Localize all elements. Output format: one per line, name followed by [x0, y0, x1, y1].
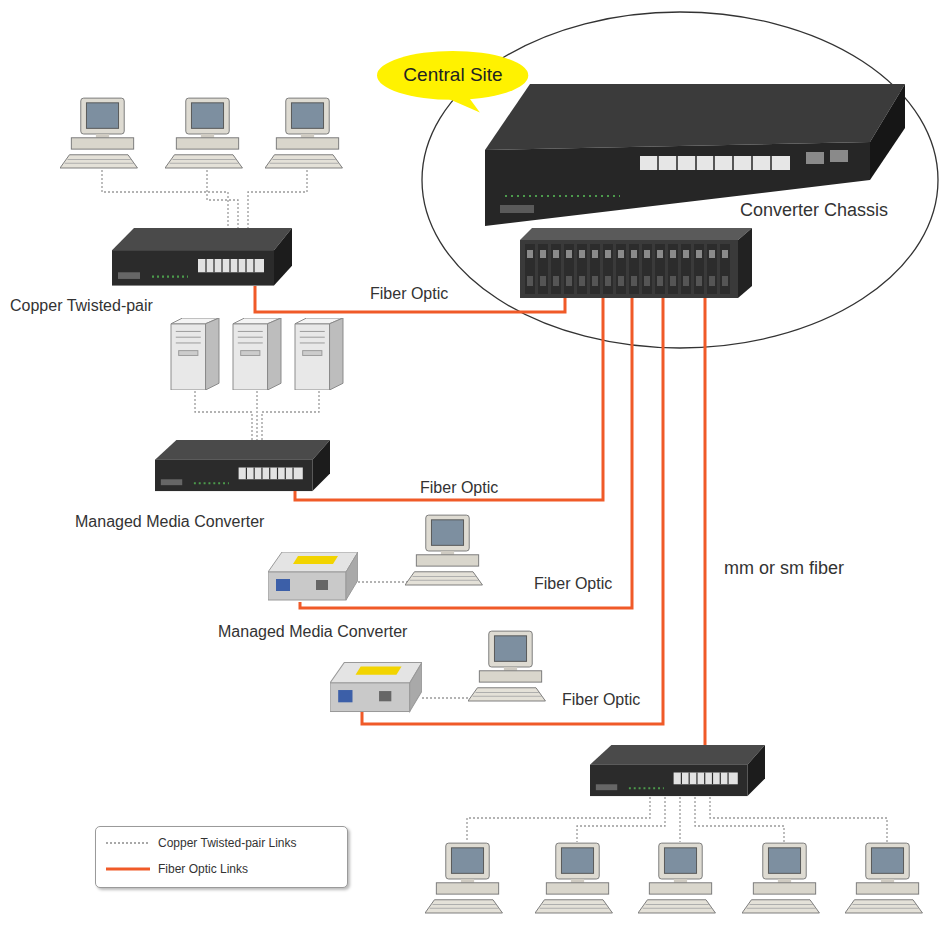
link-label: Fiber Optic: [368, 284, 450, 303]
link-label: Fiber Optic: [560, 690, 642, 709]
switch-icon: [112, 228, 292, 286]
link-label: Fiber Optic: [532, 574, 614, 593]
device-node: Managed Media Converter: [330, 662, 422, 712]
pc-icon: [638, 843, 715, 913]
converter-chassis: [520, 228, 752, 298]
pc-icon: [845, 843, 922, 913]
device-label: Managed Media Converter: [218, 622, 407, 641]
server-icon: [295, 318, 343, 390]
fiber-connector: [362, 298, 663, 724]
pc-icon: [425, 843, 502, 913]
callout-text: Central Site: [403, 64, 502, 87]
device-node: Copper Twisted-pair: [112, 228, 292, 286]
legend-row: Fiber Optic Links: [96, 859, 335, 879]
media-converter-icon: [330, 662, 422, 711]
pc-icon: [405, 515, 482, 585]
legend-line-sample: [106, 838, 150, 848]
device-node: Converter Chassis: [520, 228, 750, 298]
pc-icon: [742, 843, 819, 913]
pc-icon: [468, 631, 545, 701]
core-switch: [485, 84, 905, 226]
link-label: Fiber Optic: [418, 478, 500, 497]
device-label: Managed Media Converter: [75, 512, 264, 531]
pc-icon: [265, 98, 342, 168]
legend-line: [106, 842, 150, 844]
switch-icon: [590, 745, 765, 796]
legend-text: Copper Twisted-pair Links: [158, 836, 297, 850]
legend-text: Fiber Optic Links: [158, 862, 248, 876]
fiber-links: [300, 298, 705, 748]
pc-icon: [60, 98, 137, 168]
link-label: mm or sm fiber: [722, 558, 846, 580]
pc-icon: [165, 98, 242, 168]
device-node: Managed Media Converter: [155, 440, 330, 491]
server-icon: [233, 318, 281, 390]
server-icon: [171, 318, 219, 390]
callout-ellipse: [377, 51, 528, 100]
device-label: Copper Twisted-pair: [10, 296, 153, 315]
fiber-connector: [295, 298, 603, 500]
legend-row: Copper Twisted-pair Links: [96, 833, 335, 853]
pc-icon: [535, 843, 612, 913]
device-label: Converter Chassis: [740, 200, 888, 222]
legend-line-sample: [106, 864, 150, 874]
legend-line: [106, 868, 150, 871]
legend-box: Copper Twisted-pair LinksFiber Optic Lin…: [95, 826, 348, 888]
callout-bubble: Central Site: [377, 51, 528, 100]
copper-links: [102, 170, 887, 842]
media-converter-icon: [268, 552, 358, 600]
switch-icon: [155, 440, 330, 491]
